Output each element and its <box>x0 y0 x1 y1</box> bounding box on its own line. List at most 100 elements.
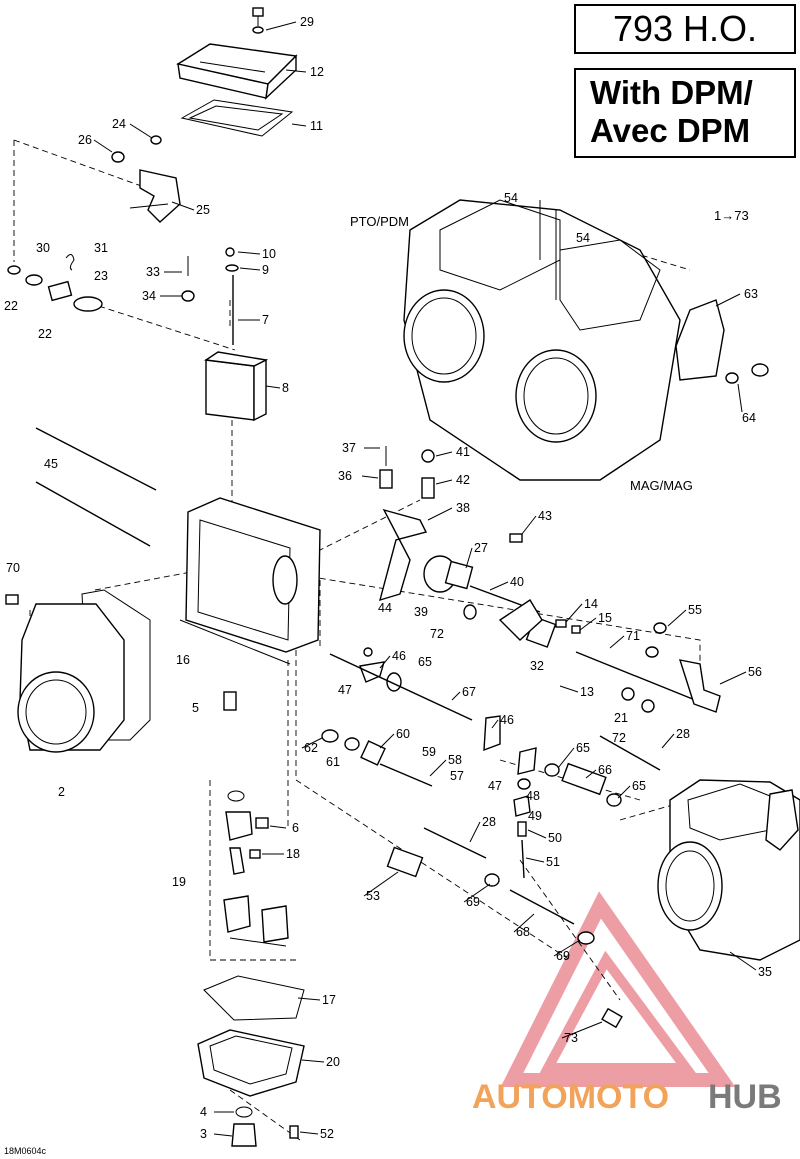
callout-8: 8 <box>282 381 289 395</box>
callout-24: 24 <box>112 117 126 131</box>
leader-line <box>667 609 687 627</box>
leader-line <box>265 21 297 31</box>
callout-42: 42 <box>456 473 470 487</box>
callout-14: 14 <box>584 597 598 611</box>
callout-13: 13 <box>580 685 594 699</box>
leader-line <box>301 737 323 749</box>
leader-line <box>291 123 307 127</box>
leader-line <box>129 123 153 139</box>
callout-60: 60 <box>396 727 410 741</box>
leader-line <box>465 547 473 569</box>
carburetor-assembly-top-right <box>403 199 769 481</box>
leader-line <box>427 507 453 521</box>
callout-70: 70 <box>6 561 20 575</box>
callout-22: 22 <box>4 299 18 313</box>
leader-line <box>239 267 261 271</box>
callout-69: 69 <box>466 895 480 909</box>
callout-34: 34 <box>142 289 156 303</box>
leader-line <box>559 685 579 693</box>
callout-33: 33 <box>146 265 160 279</box>
leader-line <box>299 1131 319 1135</box>
leader-line <box>213 1133 233 1137</box>
callout-67: 67 <box>462 685 476 699</box>
leader-line <box>491 719 499 729</box>
leader-line <box>617 785 631 799</box>
dpm-title-line2: Avec DPM <box>590 112 751 149</box>
leader-line <box>729 951 757 971</box>
callout-7: 7 <box>262 313 269 327</box>
callout-64: 64 <box>742 411 756 425</box>
top-cover-parts <box>7 7 298 422</box>
callout-47: 47 <box>338 683 352 697</box>
leader-line <box>463 883 491 903</box>
callout-72: 72 <box>430 627 444 641</box>
callout-65: 65 <box>418 655 432 669</box>
leader-line <box>489 581 509 591</box>
callout-46: 46 <box>392 649 406 663</box>
leader-line <box>737 383 743 413</box>
callout-56: 56 <box>748 665 762 679</box>
callout-44: 44 <box>378 601 392 615</box>
watermark-text-part2: HUB <box>708 1078 782 1116</box>
leader-line <box>561 1021 603 1039</box>
leader-line <box>451 691 461 701</box>
callout-62: 62 <box>304 741 318 755</box>
callout-31: 31 <box>94 241 108 255</box>
mag-side-label: MAG/MAG <box>630 478 693 493</box>
callout-9: 9 <box>262 263 269 277</box>
callout-32: 32 <box>530 659 544 673</box>
callout-59: 59 <box>422 745 436 759</box>
leader-line <box>379 655 391 669</box>
callout-43: 43 <box>538 509 552 523</box>
callout-11: 11 <box>310 119 323 133</box>
watermark-text-part1: AUTOMOTO <box>472 1078 669 1116</box>
callout-5: 5 <box>192 701 199 715</box>
leader-line <box>719 671 747 685</box>
callout-28: 28 <box>482 815 496 829</box>
callout-28: 28 <box>676 727 690 741</box>
callout-73: 73 <box>564 1031 578 1045</box>
callout-57: 57 <box>450 769 464 783</box>
callout-30: 30 <box>36 241 50 255</box>
watermark-logo: AUTOMOTO HUB <box>472 1078 782 1116</box>
callout-15: 15 <box>598 611 612 625</box>
callout-63: 63 <box>744 287 758 301</box>
callout-54: 54 <box>504 191 518 205</box>
callout-53: 53 <box>366 889 380 903</box>
callout-18: 18 <box>286 847 300 861</box>
callout-71: 71 <box>626 629 640 643</box>
leader-line <box>361 475 379 479</box>
leader-line <box>715 293 741 307</box>
callout-45: 45 <box>44 457 58 471</box>
leader-line <box>363 871 399 897</box>
leader-line <box>435 479 453 485</box>
callout-49: 49 <box>528 809 542 823</box>
callout-22: 22 <box>38 327 52 341</box>
leader-line <box>513 913 535 933</box>
callout-35: 35 <box>758 965 772 979</box>
callout-72: 72 <box>612 731 626 745</box>
carburetor-assembly-lower-right <box>657 779 800 961</box>
callout-50: 50 <box>548 831 562 845</box>
leader-line <box>565 603 583 623</box>
callout-39: 39 <box>414 605 428 619</box>
callout-54: 54 <box>576 231 590 245</box>
callout-40: 40 <box>510 575 524 589</box>
callout-21: 21 <box>614 711 628 725</box>
leader-line <box>171 201 195 211</box>
leader-line <box>469 821 481 843</box>
callout-68: 68 <box>516 925 530 939</box>
callout-12: 12 <box>310 65 324 79</box>
callout-58: 58 <box>448 753 462 767</box>
callout-19: 19 <box>172 875 186 889</box>
leader-line <box>585 769 597 779</box>
callout-17: 17 <box>322 993 336 1007</box>
callout-47: 47 <box>488 779 502 793</box>
callout-36: 36 <box>338 469 352 483</box>
linkage-parts-middle <box>321 446 721 1029</box>
callout-65: 65 <box>576 741 590 755</box>
dpm-title-line1: With DPM/ <box>590 74 753 111</box>
callout-27: 27 <box>474 541 488 555</box>
